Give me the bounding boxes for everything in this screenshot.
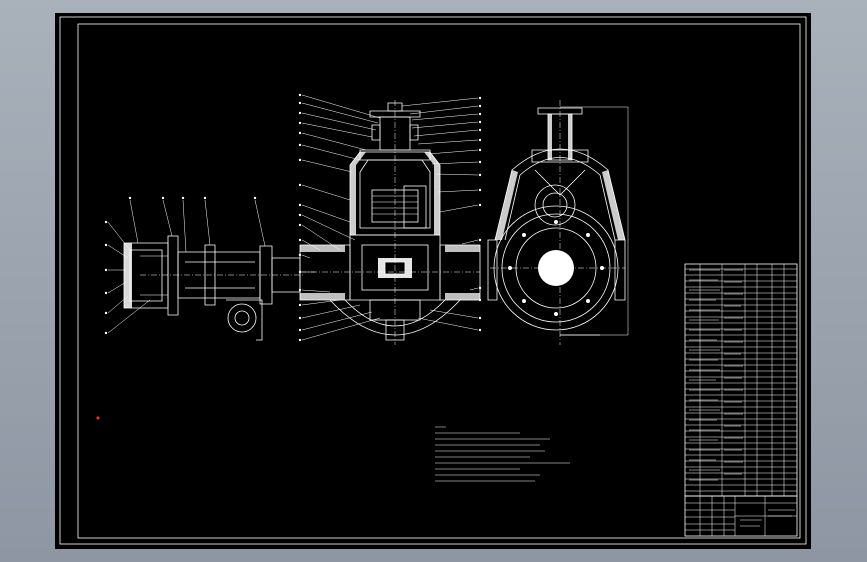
- drawing-canvas: [59, 16, 807, 545]
- parts-list-table: [684, 263, 798, 497]
- drawing-sheet: [55, 13, 811, 549]
- front-section-view: [298, 93, 482, 345]
- left-shaft-view: [104, 196, 305, 341]
- technical-notes: [435, 426, 570, 482]
- outer-frame: [59, 16, 807, 545]
- inner-frame: [77, 23, 801, 539]
- title-block: [684, 495, 798, 537]
- side-view: [487, 100, 629, 345]
- red-marker: [96, 416, 100, 420]
